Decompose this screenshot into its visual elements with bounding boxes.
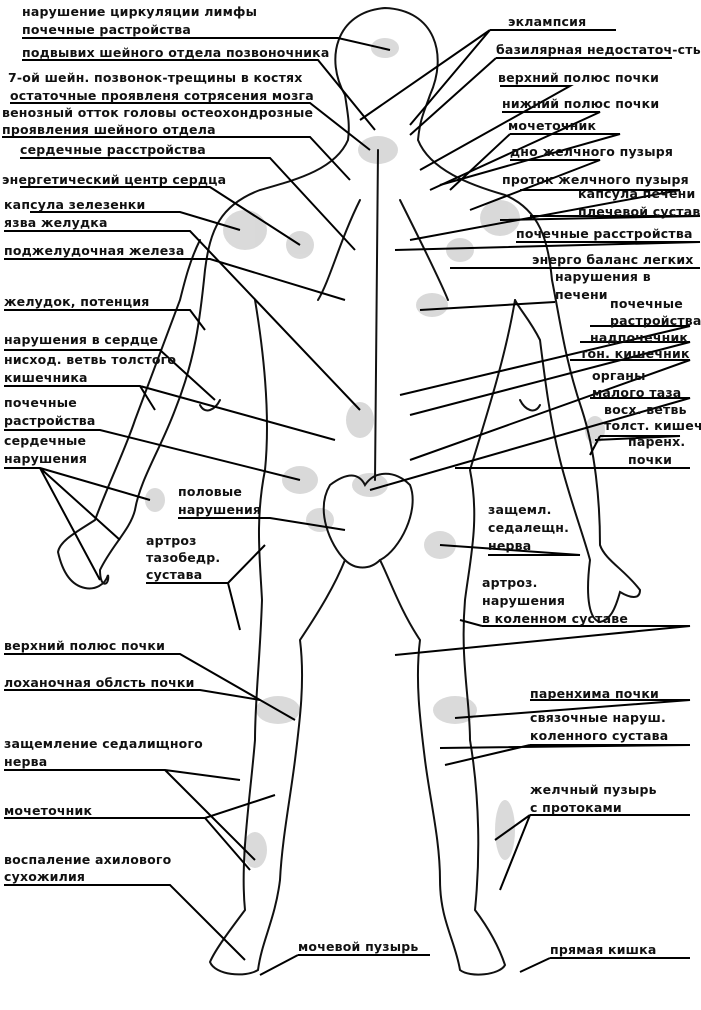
label-eclampsia: эклампсия (508, 14, 587, 29)
label-knee-arthrosis-b: нарушения (482, 593, 566, 608)
label-sexual-b: нарушения (178, 502, 262, 517)
label-heart-energy-center: энергетический центр сердца (2, 172, 227, 187)
label-stomach-potency: желудок, потенция (4, 294, 150, 309)
label-stomach-ulcer: язва желудка (4, 215, 108, 230)
label-cervical-subluxation: подвывих шейного отдела позвоночника (22, 45, 330, 60)
label-knee-arthrosis: артроз. (482, 575, 538, 590)
label-kidney-parenchyma-short-b: почки (628, 452, 673, 467)
label-upper-kidney-pole-left: верхний полюс почки (4, 638, 166, 653)
label-cardiac-disorders: сердечные расстройства (20, 142, 206, 157)
label-sciatic-pinch: защемл. (488, 502, 552, 517)
label-achilles-b: сухожилия (4, 869, 86, 884)
label-spleen-capsule: капсула зелезенки (4, 197, 146, 212)
label-hip-arthrosis-c: сустава (146, 567, 203, 582)
label-liver-disorders: нарушения в (555, 269, 651, 284)
label-renal-2b: растройства (4, 413, 96, 428)
label-kidney-parenchyma-short: паренх. (628, 434, 686, 449)
label-gallbladder-fundus: дно желчного пузыря (510, 144, 674, 159)
label-renal-disorders: почечные растройства (22, 22, 191, 37)
label-renal-disorders-right: почечные расстройства (516, 226, 693, 241)
label-descending-colon: нисход. ветвь толстого (4, 352, 177, 367)
label-bladder: мочевой пузырь (298, 939, 419, 954)
label-pelvic-organs-b: малого таза (592, 385, 682, 400)
label-renal-right-2b: растройства (610, 313, 701, 328)
label-liver-capsule: капсула печени (578, 186, 696, 201)
label-hip-arthrosis: артроз (146, 533, 197, 548)
label-lung-energy: энерго баланс легких (532, 252, 694, 267)
silhouette (56, 6, 642, 976)
label-concussion-residual: остаточные проявленя сотрясения мозга (10, 88, 314, 103)
label-descending-colon-2: кишечника (4, 370, 88, 385)
label-renal-2: почечные (4, 395, 77, 410)
label-gallbladder-ducts: желчный пузырь (530, 782, 657, 797)
label-knee-ligament-b: коленного сустава (530, 728, 669, 743)
label-pancreas: поджелудочная железа (4, 243, 185, 258)
label-shoulder-joint: плечевой сустав (578, 204, 701, 219)
label-basilar: базилярная недостаточ-сть (496, 42, 701, 57)
label-knee-arthrosis-c: в коленном суставе (482, 611, 629, 626)
label-knee-ligament: связочные наруш. (530, 710, 666, 725)
label-rectum: прямая кишка (550, 942, 657, 957)
label-ureter-left: мочеточник (4, 803, 93, 818)
label-ureter: мочеточник (508, 118, 597, 133)
label-heart-disorders: нарушения в сердце (4, 332, 159, 347)
label-sciatic: защемление седалищного (4, 736, 203, 751)
label-kidney-parenchyma: паренхима почки (530, 686, 660, 701)
label-ascending-colon: восх. ветвь (604, 402, 687, 417)
leader-lines (2, 29, 701, 976)
label-hip-arthrosis-b: тазобедр. (146, 550, 221, 565)
label-liver-disorders-b: печени (555, 287, 608, 302)
label-lymph-circulation: нарушение циркуляции лимфы (22, 4, 258, 19)
label-sexual: половые (178, 484, 243, 499)
label-renal-pelvis: лоханочная облсть почки (4, 675, 195, 690)
label-upper-kidney-pole: верхний полюс почки (498, 70, 660, 85)
label-venous-outflow: венозный отток головы остеохондрозные (2, 105, 314, 120)
label-ascending-colon-b: толст. кишеч. (604, 418, 701, 433)
label-pelvic-organs: органы (592, 368, 646, 383)
label-cardiac-2b: нарушения (4, 451, 88, 466)
label-lower-kidney-pole: нижний полюс почки (502, 96, 660, 111)
label-cardiac-2: сердечные (4, 433, 87, 448)
label-adrenal: надпочечник (590, 330, 689, 345)
label-c7-vertebra: 7-ой шейн. позвонок-трещины в костях (8, 70, 303, 85)
label-sciatic-pinch-b: седалещн. (488, 520, 570, 535)
label-gallbladder-ducts-b: с протоками (530, 800, 622, 815)
label-renal-right-2: почечные (610, 296, 683, 311)
label-bile-duct: проток желчного пузыря (502, 172, 689, 187)
label-sciatic-b: нерва (4, 754, 48, 769)
label-achilles: воспаление ахилового (4, 852, 172, 867)
label-cervical-manifestations: проявления шейного отдела (2, 122, 216, 137)
label-small-intestine: тон. кишечник (580, 346, 690, 361)
label-sciatic-pinch-c: нерва (488, 538, 532, 553)
